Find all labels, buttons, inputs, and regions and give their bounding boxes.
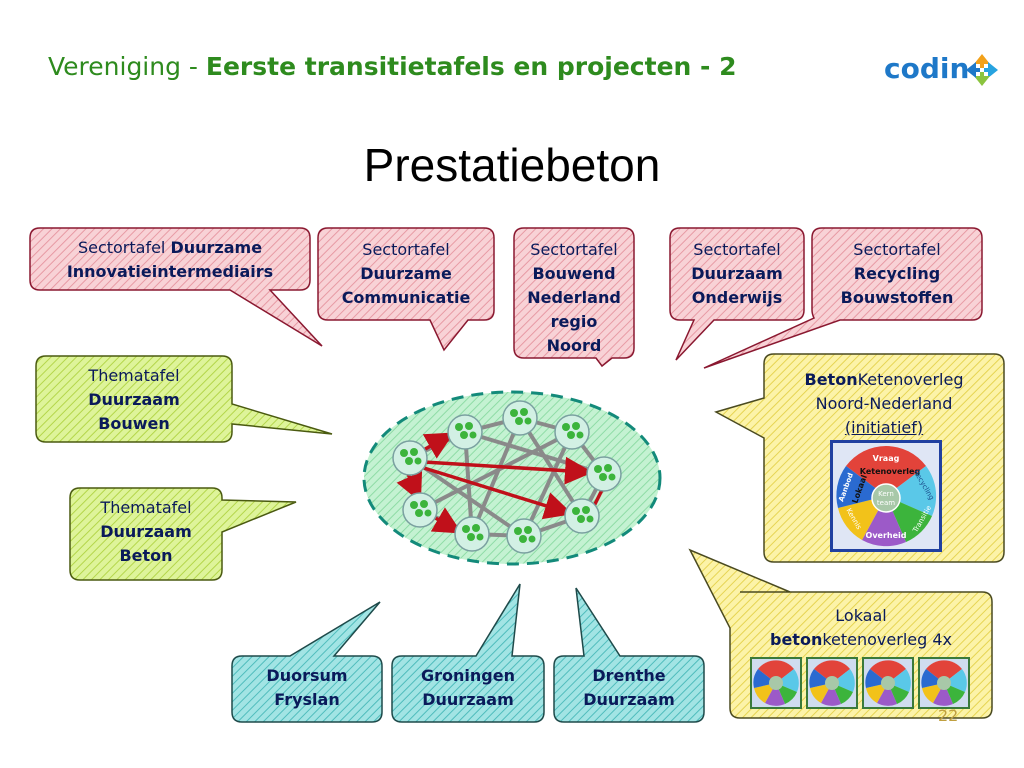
network-node-clusters (400, 408, 616, 543)
slide-header-title: Vereniging - Eerste transitietafels en p… (48, 52, 737, 81)
wheel-top-label: Vraag (873, 454, 900, 463)
page-number: 22 (938, 706, 959, 725)
header-title-prefix: Vereniging - (48, 52, 206, 81)
theme-beton-label: Thematafel Duurzaam Beton (72, 496, 220, 568)
codin-logo: codin (884, 50, 999, 90)
callout-groningen (391, 583, 545, 723)
main-title: Prestatiebeton (363, 139, 661, 191)
mini-wheel (918, 657, 970, 709)
ketenoverleg-rest: Ketenoverleg (857, 370, 964, 389)
theme-beton-line2: Beton (119, 546, 173, 565)
ketenoverleg-line3: (initiatief) (844, 418, 924, 437)
callout-sector-recycling (703, 227, 983, 369)
lokaal-label: Lokaal betonketenoverleg 4x (732, 604, 990, 652)
lokaal-mini-wheels (750, 657, 970, 709)
sector-communicatie-line1: Duurzame (360, 264, 452, 283)
sector-innovatie-name: Duurzame Innovatieintermediairs (66, 238, 274, 281)
mini-wheel (862, 657, 914, 709)
regional-groningen-label: Groningen Duurzaam (394, 664, 542, 712)
mini-wheel (806, 657, 858, 709)
sector-onderwijs-prefix: Sectortafel (693, 240, 781, 259)
callout-duorsum (231, 601, 383, 723)
sector-communicatie-prefix: Sectortafel (362, 240, 450, 259)
sector-recycling-line2: Bouwstoffen (840, 288, 954, 307)
sector-onderwijs-line2: Onderwijs (691, 288, 783, 307)
sector-bouwend-label: Sectortafel Bouwend Nederland regio Noor… (514, 238, 634, 358)
sector-innovatie-prefix: Sectortafel (77, 238, 166, 257)
callout-sector-communicatie (317, 227, 495, 352)
drenthe-line1: Drenthe (592, 666, 666, 685)
theme-bouwen-line2: Bouwen (98, 414, 170, 433)
logo-text: codin (884, 52, 970, 85)
wheel-center-line1: Kern (878, 490, 894, 498)
sector-onderwijs-line1: Duurzaam (691, 264, 783, 283)
sector-onderwijs-label: Sectortafel Duurzaam Onderwijs (672, 238, 802, 310)
regional-duorsum-label: Duorsum Fryslan (234, 664, 380, 712)
logo-arrows-icon (966, 54, 998, 86)
duorsum-line2: Fryslan (274, 690, 340, 709)
callout-sector-onderwijs (669, 227, 805, 361)
groningen-line1: Groningen (421, 666, 515, 685)
callout-sector-bouwend (513, 227, 635, 368)
wheel-bottom-label: Overheid (866, 531, 907, 540)
callout-theme-beton (69, 487, 297, 581)
ketenoverleg-bold: Beton (804, 370, 858, 389)
sector-bouwend-line4: Noord (546, 336, 602, 355)
header-title-main: Eerste transitietafels en projecten - 2 (205, 52, 737, 81)
ketenoverleg-label: BetonKetenoverleg Noord-Nederland (initi… (766, 368, 1002, 440)
theme-beton-prefix: Thematafel (100, 498, 192, 517)
sector-bouwend-line1: Bouwend (532, 264, 616, 283)
mini-wheel (750, 657, 802, 709)
wheel-center-line2: team (877, 499, 895, 507)
wheel-top-sub-label: Ketenoverleg (860, 467, 921, 476)
callout-sector-innovatie (29, 227, 323, 347)
drenthe-line2: Duurzaam (583, 690, 675, 709)
lokaal-line1: Lokaal (835, 606, 887, 625)
ketenoverleg-line2: Noord-Nederland (815, 394, 953, 413)
sector-bouwend-prefix: Sectortafel (530, 240, 618, 259)
sector-recycling-line1: Recycling (853, 264, 941, 283)
ketenoverleg-wheel: Vraag Ketenoverleg Aanbod Lokaal Recycli… (830, 440, 942, 552)
callout-drenthe (553, 587, 705, 723)
sector-recycling-label: Sectortafel Recycling Bouwstoffen (814, 238, 980, 310)
callout-theme-bouwen (35, 355, 333, 443)
theme-bouwen-label: Thematafel Duurzaam Bouwen (38, 364, 230, 436)
sector-recycling-prefix: Sectortafel (853, 240, 941, 259)
sector-innovatie-label: Sectortafel Duurzame Innovatieintermedia… (32, 236, 308, 284)
duorsum-line1: Duorsum (266, 666, 348, 685)
sector-bouwend-line3: regio (550, 312, 598, 331)
sector-bouwend-line2: Nederland (527, 288, 621, 307)
theme-bouwen-line1: Duurzaam (88, 390, 180, 409)
sector-communicatie-label: Sectortafel Duurzame Communicatie (320, 238, 492, 310)
theme-beton-line1: Duurzaam (100, 522, 192, 541)
regional-drenthe-label: Drenthe Duurzaam (556, 664, 702, 712)
lokaal-bold: beton (770, 630, 823, 649)
sector-communicatie-line2: Communicatie (341, 288, 471, 307)
groningen-line2: Duurzaam (422, 690, 514, 709)
lokaal-rest: ketenoverleg 4x (822, 630, 952, 649)
theme-bouwen-prefix: Thematafel (88, 366, 180, 385)
